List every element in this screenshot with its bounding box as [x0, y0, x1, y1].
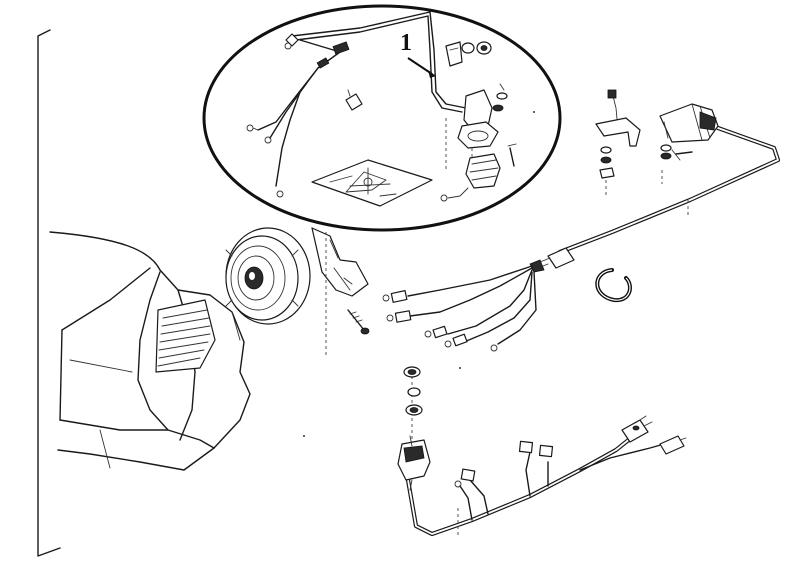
page-frame-line: [37, 29, 61, 557]
callout-1: 1: [400, 30, 436, 78]
dashboard-panel: [49, 231, 251, 471]
speaker-wire-harness: [382, 265, 537, 352]
retaining-clip: [595, 268, 632, 303]
fuse-holder: [397, 366, 431, 491]
lower-harness-cable: [405, 431, 665, 537]
cable-plug-connector: [659, 103, 719, 143]
stray-marks: [303, 111, 535, 437]
detail-highlight-ellipse: [202, 4, 562, 232]
callout-1-label: 1: [400, 30, 412, 56]
harness-clip: [345, 89, 363, 111]
antenna-nuts: [445, 41, 508, 170]
main-antenna-cable: [557, 125, 781, 255]
loudspeaker: [225, 227, 311, 325]
speaker-bracket: [311, 227, 369, 356]
mounting-template: [311, 159, 433, 207]
antenna-mount: [440, 89, 517, 202]
air-vent: [155, 299, 216, 373]
bracket-screw: [347, 309, 370, 335]
cable-junction: [529, 247, 575, 273]
antenna-harness: [246, 11, 467, 198]
plug-bracket-hardware: [595, 89, 693, 196]
harness-terminals: [454, 415, 687, 488]
